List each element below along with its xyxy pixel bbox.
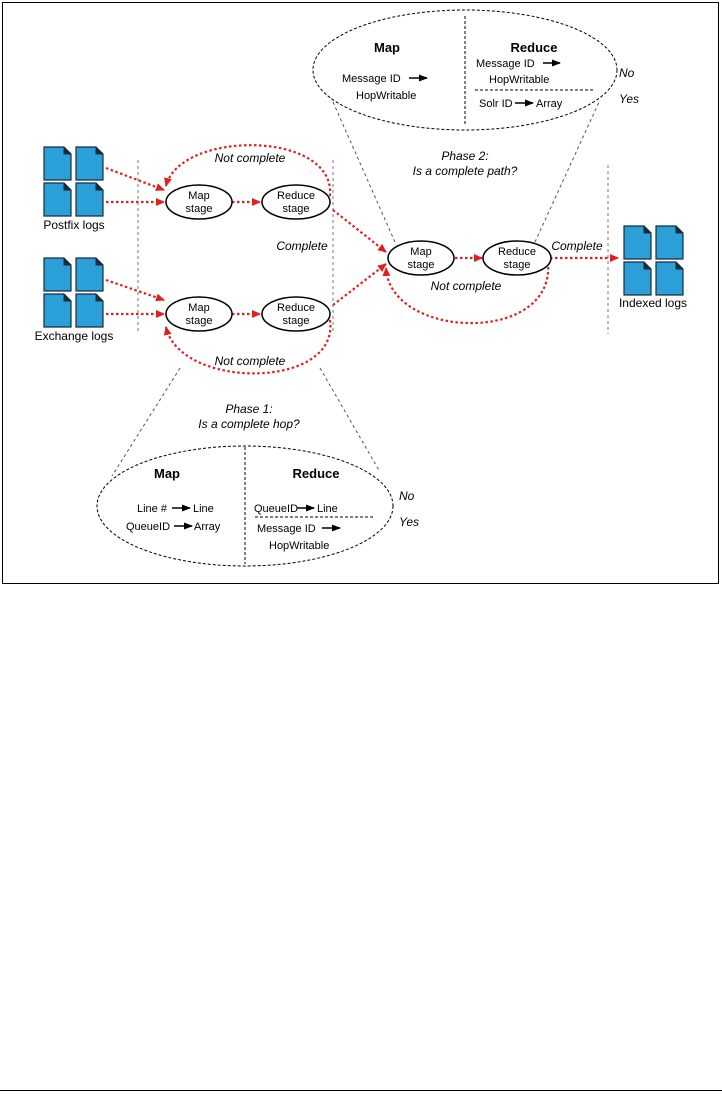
svg-text:Reduce: Reduce [277, 190, 315, 202]
arrow-complete-bottom [332, 263, 387, 306]
svg-text:Map: Map [410, 246, 431, 258]
phase1-reduce-value-1: Line [317, 503, 338, 515]
phase2-outcome-no: No [619, 66, 635, 80]
figure-frame [2, 2, 719, 584]
phase1-title: Phase 1: [225, 402, 272, 416]
phase1-reduce-stage-top: Reduce stage [261, 184, 331, 220]
phase1-reduce-header: Reduce [293, 466, 340, 481]
phase2-detail-ellipse [312, 9, 618, 131]
phase1-map-stage-bottom: Map stage [165, 296, 233, 332]
svg-text:stage: stage [408, 259, 435, 271]
phase1-detail-ellipse [96, 445, 394, 567]
document-icon [43, 293, 72, 328]
phase1-reduce-key-2: Message ID [257, 523, 316, 535]
exchange-logs-label: Exchange logs [35, 329, 114, 343]
phase2-reduce-key-1: Message ID [476, 58, 535, 70]
phase2-reduce-value-2: Array [536, 98, 563, 110]
postfix-logs-icon-group [43, 146, 104, 217]
phase1-reduce-stage-bottom: Reduce stage [261, 296, 331, 332]
document-icon [623, 225, 652, 260]
phase2-callout: Map Reduce Message ID HopWritable Messag… [312, 9, 639, 243]
indexed-logs-label: Indexed logs [619, 296, 687, 310]
phase1-map-value-1: Line [193, 503, 214, 515]
complete-label-phase2: Complete [551, 239, 603, 253]
svg-text:Map: Map [188, 190, 209, 202]
phase1-reduce-key-1: QueueID [254, 503, 298, 515]
svg-text:stage: stage [283, 203, 310, 215]
phase2-map-key-1: Message ID [342, 73, 401, 85]
document-icon [43, 146, 72, 181]
phase2-reduce-stage: Reduce stage [482, 240, 552, 276]
phase2-map-stage: Map stage [387, 240, 455, 276]
exchange-logs-icon-group [43, 257, 104, 328]
phase2-outcome-yes: Yes [619, 92, 639, 106]
phase1-map-key-2: QueueID [126, 521, 170, 533]
arrow-postfix-1 [105, 166, 165, 192]
svg-text:stage: stage [283, 315, 310, 327]
phase1-outcome-no: No [399, 489, 415, 503]
arrow-complete-top [332, 209, 387, 253]
document-icon [43, 257, 72, 292]
loop-not-complete-phase2 [382, 261, 550, 325]
phase2-map-header: Map [374, 40, 400, 55]
mapreduce-flow-diagram: Postfix logs Exchange logs Indexed logs … [35, 9, 687, 567]
document-icon [75, 182, 104, 217]
document-icon [75, 293, 104, 328]
phase1-map-header: Map [154, 466, 180, 481]
phase2-question: Is a complete path? [413, 164, 518, 178]
phase1-question: Is a complete hop? [198, 417, 300, 431]
phase2-map-value-1: HopWritable [356, 90, 416, 102]
loop-not-complete-bottom [163, 319, 332, 375]
svg-text:stage: stage [504, 259, 531, 271]
loop-not-complete-top [164, 144, 332, 197]
arrow-exchange-1 [105, 278, 165, 302]
complete-label-phase1: Complete [276, 239, 328, 253]
not-complete-label-phase2: Not complete [431, 279, 502, 293]
phase2-title: Phase 2: [441, 149, 488, 163]
document-icon [75, 146, 104, 181]
phase1-reduce-value-2: HopWritable [269, 540, 329, 552]
svg-text:Reduce: Reduce [498, 246, 536, 258]
svg-text:Map: Map [188, 302, 209, 314]
svg-text:stage: stage [186, 315, 213, 327]
document-icon [623, 261, 652, 296]
document-icon [655, 261, 684, 296]
page-bottom-rule [0, 1090, 722, 1091]
phase2-reduce-header: Reduce [511, 40, 558, 55]
phase1-map-key-1: Line # [137, 503, 168, 515]
phase1-callout: Map Reduce Line # Line QueueID Array Que… [96, 367, 419, 567]
svg-text:Reduce: Reduce [277, 302, 315, 314]
indexed-logs-icon-group [623, 225, 684, 296]
document-icon [43, 182, 72, 217]
phase1-outcome-yes: Yes [399, 515, 419, 529]
postfix-logs-label: Postfix logs [43, 218, 104, 232]
phase1-map-stage-top: Map stage [165, 184, 233, 220]
svg-text:stage: stage [186, 203, 213, 215]
document-icon [655, 225, 684, 260]
phase2-reduce-value-1: HopWritable [489, 74, 549, 86]
document-icon [75, 257, 104, 292]
not-complete-label-bottom: Not complete [215, 354, 286, 368]
phase1-map-value-2: Array [194, 521, 221, 533]
phase2-reduce-key-2: Solr ID [479, 98, 513, 110]
not-complete-label-top: Not complete [215, 151, 286, 165]
